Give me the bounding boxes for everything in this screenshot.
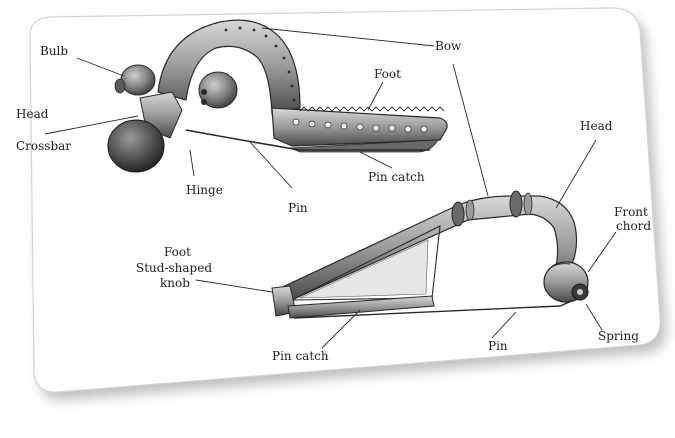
label-bow: Bow bbox=[435, 39, 462, 53]
label-stud-knob-line1: Stud-shaped bbox=[136, 261, 213, 275]
label-pin-top: Pin bbox=[288, 201, 308, 215]
label-stud-knob-line2: knob bbox=[160, 276, 190, 290]
label-bulb: Bulb bbox=[40, 44, 69, 58]
hinged-brooch-illustration bbox=[107, 19, 448, 173]
label-front-chord-line1: Front bbox=[614, 205, 648, 219]
label-front-chord-line2: chord bbox=[616, 219, 652, 233]
label-head-top: Head bbox=[16, 107, 49, 121]
label-hinge: Hinge bbox=[186, 183, 223, 197]
label-pin-bottom: Pin bbox=[488, 339, 508, 353]
label-crossbar: Crossbar bbox=[16, 139, 72, 153]
label-pin-catch-bottom: Pin catch bbox=[272, 349, 329, 363]
spring-brooch-illustration bbox=[271, 190, 589, 319]
card bbox=[29, 7, 667, 401]
top-leader-lines bbox=[44, 27, 435, 189]
label-pin-catch-top: Pin catch bbox=[368, 170, 425, 184]
bottom-leader-lines bbox=[195, 63, 617, 349]
label-head-right: Head bbox=[580, 119, 613, 133]
label-foot-left: Foot bbox=[164, 245, 191, 259]
label-spring: Spring bbox=[598, 329, 639, 343]
label-foot-top: Foot bbox=[374, 67, 401, 81]
